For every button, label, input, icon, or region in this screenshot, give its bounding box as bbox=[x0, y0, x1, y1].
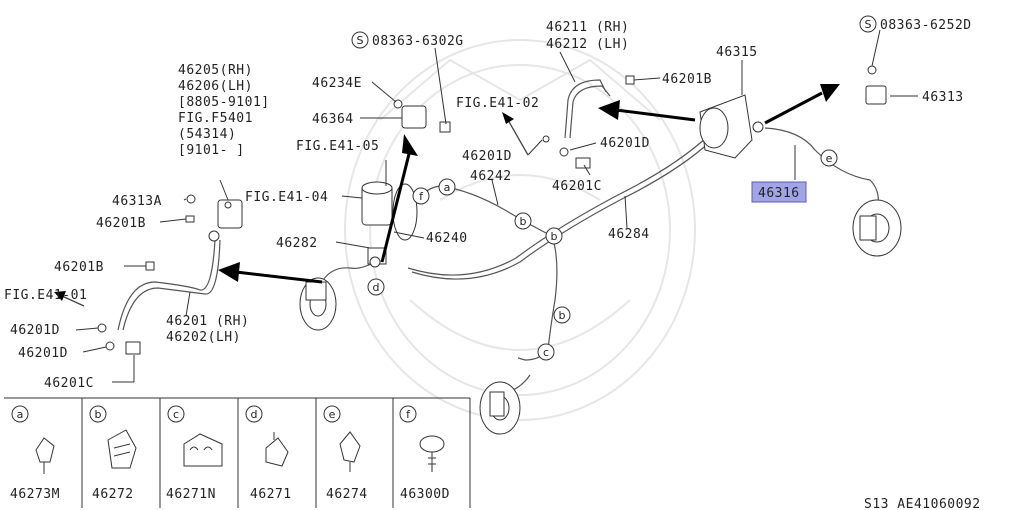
callout-e: e bbox=[820, 149, 838, 167]
label-46201d-mid2[interactable]: 46201D bbox=[600, 136, 650, 151]
legend-cell-d[interactable]: d 46271 bbox=[245, 405, 292, 502]
diagram-reference-code: S13 AE41060092 bbox=[864, 497, 981, 510]
label-fig-f5401[interactable]: FIG.F5401 bbox=[178, 111, 253, 126]
svg-text:S: S bbox=[865, 18, 872, 31]
bracket-46205 bbox=[208, 199, 243, 242]
legend-part-c: 46271N bbox=[166, 487, 216, 502]
label-46201d-l2[interactable]: 46201D bbox=[18, 346, 68, 361]
callout-a: a bbox=[438, 178, 456, 196]
legend-cell-b[interactable]: b 46272 bbox=[89, 405, 137, 502]
callout-b2: b bbox=[545, 227, 563, 245]
label-46284[interactable]: 46284 bbox=[608, 227, 650, 242]
screw-symbol-top: S bbox=[351, 31, 369, 49]
legend-cell-a[interactable]: a 46273M bbox=[10, 405, 60, 502]
legend-part-e: 46274 bbox=[326, 487, 368, 502]
label-46315[interactable]: 46315 bbox=[716, 45, 758, 60]
label-fig-e41-01[interactable]: FIG.E41-01 bbox=[4, 288, 87, 303]
callout-f: f bbox=[412, 187, 430, 205]
part-labels: 08363-6302G 08363-6252D 46211 (RH) 46212… bbox=[4, 18, 972, 391]
label-46313a[interactable]: 46313A bbox=[112, 194, 162, 209]
legend-cell-f[interactable]: f 46300D bbox=[399, 405, 450, 502]
label-date-2: [9101- ] bbox=[178, 143, 245, 158]
svg-text:c: c bbox=[543, 346, 549, 359]
svg-text:f: f bbox=[419, 190, 424, 203]
label-46242[interactable]: 46242 bbox=[470, 169, 512, 184]
label-46201c-mid[interactable]: 46201C bbox=[552, 179, 602, 194]
label-46364[interactable]: 46364 bbox=[312, 112, 354, 127]
watermark-emblem bbox=[344, 39, 696, 421]
svg-text:f: f bbox=[406, 408, 411, 421]
label-46201d-l1[interactable]: 46201D bbox=[10, 323, 60, 338]
label-46206[interactable]: 46206(LH) bbox=[178, 79, 253, 94]
svg-text:b: b bbox=[95, 408, 102, 421]
leader-lines bbox=[75, 29, 918, 383]
rear-differential-block bbox=[699, 94, 764, 159]
label-46201c-low[interactable]: 46201C bbox=[44, 376, 94, 391]
svg-text:a: a bbox=[17, 408, 24, 421]
highlight-46316[interactable] bbox=[751, 181, 807, 203]
svg-text:b: b bbox=[520, 215, 527, 228]
label-date-1: [8805-9101] bbox=[178, 95, 270, 110]
label-screw-right[interactable]: 08363-6252D bbox=[880, 18, 972, 33]
svg-text:S: S bbox=[357, 34, 364, 47]
legend-cell-c[interactable]: c 46271N bbox=[166, 405, 223, 502]
legend-part-f: 46300D bbox=[400, 487, 450, 502]
label-46201b-top[interactable]: 46201B bbox=[662, 72, 712, 87]
callout-circles: a f b b b c d e S S bbox=[351, 15, 877, 361]
label-46234e[interactable]: 46234E bbox=[312, 76, 362, 91]
label-fig-e41-02[interactable]: FIG.E41-02 bbox=[456, 96, 539, 111]
svg-text:b: b bbox=[559, 309, 566, 322]
front-left-caliper bbox=[299, 277, 337, 331]
label-46282[interactable]: 46282 bbox=[276, 236, 318, 251]
label-46201b-left[interactable]: 46201B bbox=[96, 216, 146, 231]
label-46313[interactable]: 46313 bbox=[922, 90, 964, 105]
label-46202[interactable]: 46202(LH) bbox=[166, 330, 241, 345]
label-46211[interactable]: 46211 (RH) bbox=[546, 20, 629, 35]
label-46212[interactable]: 46212 (LH) bbox=[546, 37, 629, 52]
label-46316[interactable]: 46316 bbox=[758, 186, 800, 201]
master-cylinder bbox=[361, 181, 418, 265]
callout-b3: b bbox=[553, 306, 571, 324]
label-46201d-mid[interactable]: 46201D bbox=[462, 149, 512, 164]
svg-text:a: a bbox=[444, 181, 451, 194]
legend-part-a: 46273M bbox=[10, 487, 60, 502]
label-46201[interactable]: 46201 (RH) bbox=[166, 314, 249, 329]
front-right-caliper bbox=[479, 381, 521, 435]
svg-text:b: b bbox=[551, 230, 558, 243]
label-46205[interactable]: 46205(RH) bbox=[178, 63, 253, 78]
legend-part-b: 46272 bbox=[92, 487, 134, 502]
svg-text:d: d bbox=[373, 281, 380, 294]
svg-text:d: d bbox=[251, 408, 258, 421]
label-54314[interactable]: (54314) bbox=[178, 127, 236, 142]
bracket-46313 bbox=[865, 65, 887, 105]
callout-d: d bbox=[367, 278, 385, 296]
label-46201b-low[interactable]: 46201B bbox=[54, 260, 104, 275]
label-screw-top[interactable]: 08363-6302G bbox=[372, 34, 464, 49]
brake-pipes bbox=[117, 79, 879, 396]
clip-legend-table: a 46273M b 46272 c 46271N d 46271 e bbox=[4, 397, 471, 508]
screw-symbol-right: S bbox=[859, 15, 877, 33]
small-fittings bbox=[97, 75, 635, 355]
rear-right-caliper bbox=[852, 199, 902, 257]
callout-c: c bbox=[537, 343, 555, 361]
junction-block-46364 bbox=[393, 99, 451, 133]
legend-cell-e[interactable]: e 46274 bbox=[323, 405, 368, 502]
label-46240[interactable]: 46240 bbox=[426, 231, 468, 246]
label-fig-e41-05[interactable]: FIG.E41-05 bbox=[296, 139, 379, 154]
label-fig-e41-04[interactable]: FIG.E41-04 bbox=[245, 190, 328, 205]
svg-text:e: e bbox=[329, 408, 336, 421]
svg-text:c: c bbox=[173, 408, 179, 421]
direction-arrows bbox=[54, 84, 840, 307]
legend-part-d: 46271 bbox=[250, 487, 292, 502]
callout-b1: b bbox=[514, 212, 532, 230]
svg-text:e: e bbox=[826, 152, 833, 165]
